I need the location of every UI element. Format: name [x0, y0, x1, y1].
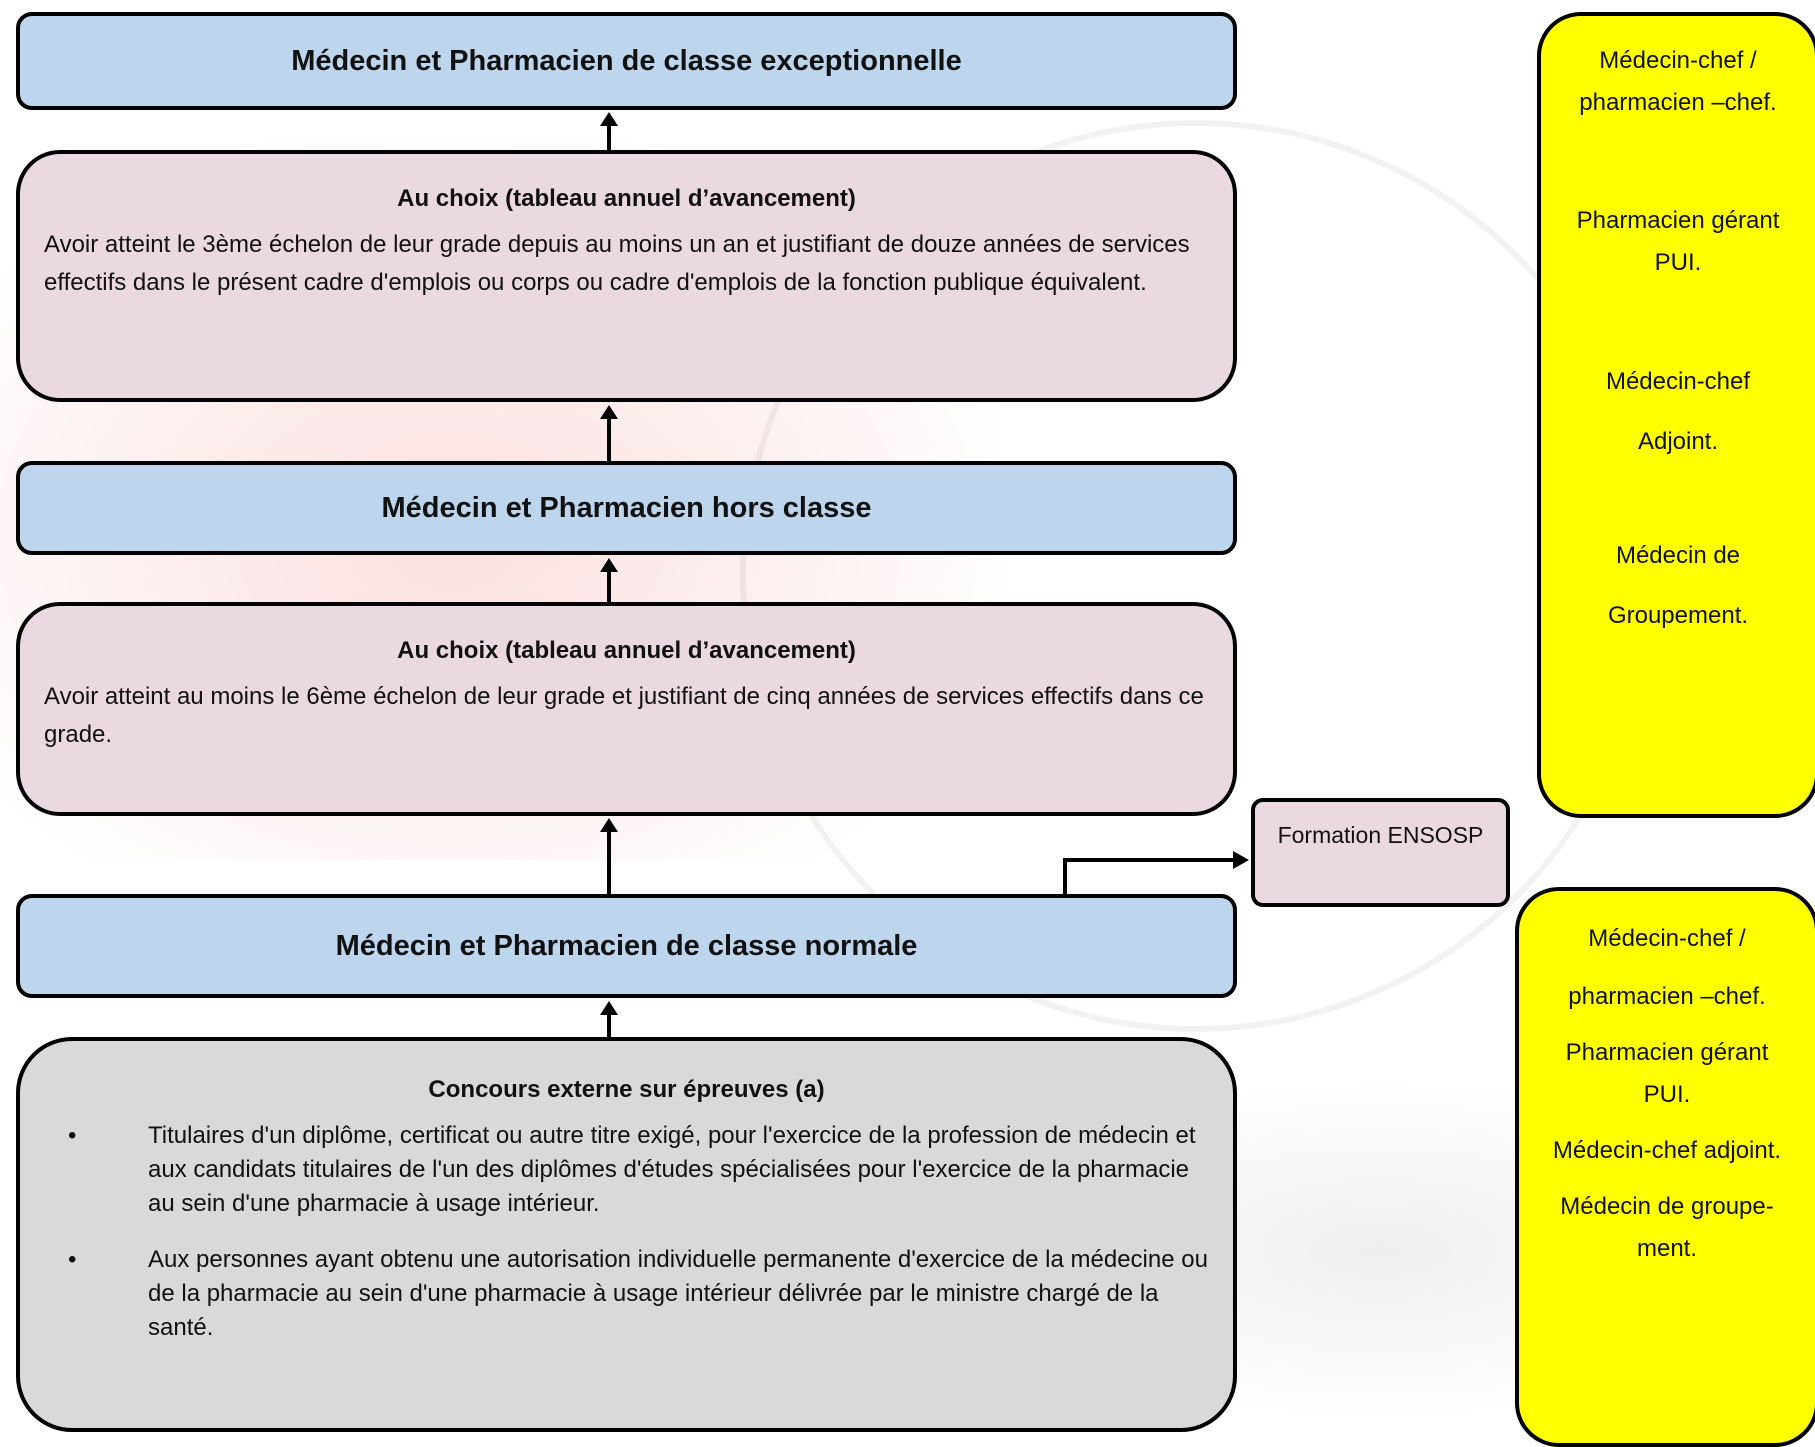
- function-line: Pharmacien gérant: [1565, 1039, 1769, 1066]
- list-item: • Titulaires d'un diplôme, certificat ou…: [44, 1119, 1209, 1221]
- grade-exceptionnelle-box: Médecin et Pharmacien de classe exceptio…: [16, 12, 1237, 110]
- grade-exceptionnelle-label: Médecin et Pharmacien de classe exceptio…: [291, 44, 962, 77]
- grade-normale-label: Médecin et Pharmacien de classe normale: [335, 929, 918, 962]
- functions-lower-box: Médecin-chef / pharmacien –chef. Pharmac…: [1515, 887, 1815, 1447]
- branch-line-vertical: [1063, 858, 1067, 894]
- function-line: Médecin-chef /: [1588, 925, 1746, 952]
- function-line: pharmacien –chef.: [1579, 89, 1777, 116]
- condition-text: Avoir atteint le 3ème échelon de leur gr…: [44, 231, 1190, 296]
- recruitment-item-text: Aux personnes ayant obtenu une autorisat…: [148, 1246, 1208, 1341]
- arrow-up: [600, 112, 618, 150]
- formation-ensosp-box: Formation ENSOSP: [1251, 798, 1510, 907]
- condition-text: Avoir atteint au moins le 6ème échelon d…: [44, 683, 1204, 748]
- function-line: PUI.: [1654, 249, 1702, 276]
- recruitment-box: Concours externe sur épreuves (a) • Titu…: [16, 1037, 1237, 1432]
- grade-hors-classe-box: Médecin et Pharmacien hors classe: [16, 461, 1237, 555]
- function-line: Groupement.: [1607, 602, 1749, 629]
- function-line: Médecin-chef adjoint.: [1552, 1137, 1782, 1164]
- arrow-up: [600, 1001, 618, 1037]
- arrow-up: [600, 818, 618, 894]
- recruitment-title: Concours externe sur épreuves (a): [428, 1076, 825, 1103]
- function-line: PUI.: [1643, 1081, 1691, 1108]
- condition-to-exceptionnelle-box: Au choix (tableau annuel d’avancement) A…: [16, 150, 1237, 402]
- function-line: Adjoint.: [1637, 428, 1719, 455]
- recruitment-list: • Titulaires d'un diplôme, certificat ou…: [44, 1119, 1209, 1345]
- formation-ensosp-label: Formation ENSOSP: [1277, 822, 1484, 848]
- grade-hors-classe-label: Médecin et Pharmacien hors classe: [381, 491, 872, 524]
- function-line: pharmacien –chef.: [1568, 983, 1766, 1010]
- function-line: Médecin-chef: [1605, 368, 1751, 395]
- recruitment-item-text: Titulaires d'un diplôme, certificat ou a…: [148, 1122, 1196, 1217]
- arrow-up: [600, 558, 618, 602]
- condition-title: Au choix (tableau annuel d’avancement): [397, 185, 856, 212]
- function-line: Médecin de groupe-: [1560, 1193, 1774, 1220]
- function-line: Médecin-chef /: [1599, 47, 1757, 74]
- function-line: Médecin de: [1615, 542, 1741, 569]
- condition-title: Au choix (tableau annuel d’avancement): [397, 637, 856, 664]
- branch-line-horizontal: [1063, 858, 1235, 862]
- grade-normale-box: Médecin et Pharmacien de classe normale: [16, 894, 1237, 998]
- arrow-right: [1233, 851, 1249, 869]
- functions-upper-box: Médecin-chef / pharmacien –chef. Pharmac…: [1537, 12, 1815, 818]
- list-item: • Aux personnes ayant obtenu une autoris…: [44, 1243, 1209, 1345]
- arrow-up: [600, 405, 618, 461]
- condition-to-hors-classe-box: Au choix (tableau annuel d’avancement) A…: [16, 602, 1237, 816]
- bullet-icon: •: [68, 1122, 77, 1149]
- function-line: ment.: [1636, 1235, 1698, 1262]
- bullet-icon: •: [68, 1246, 77, 1273]
- function-line: Pharmacien gérant: [1576, 207, 1780, 234]
